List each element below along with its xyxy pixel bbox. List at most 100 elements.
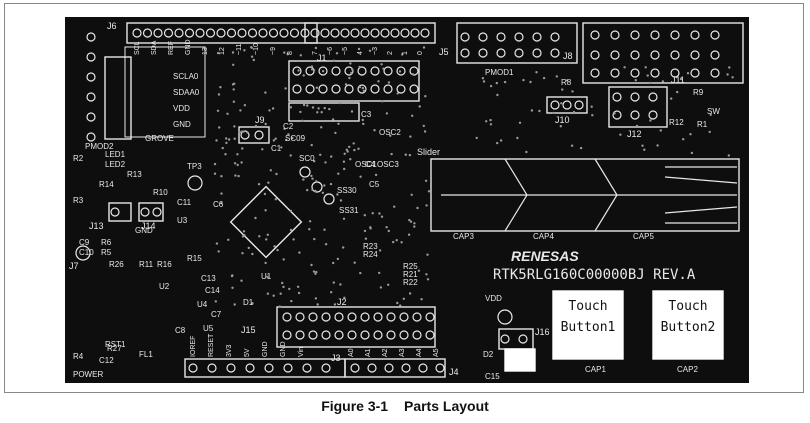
via-dot <box>530 109 534 112</box>
via-dot <box>237 174 240 178</box>
via-dot <box>565 79 569 82</box>
via-dot <box>233 137 236 140</box>
via-dot <box>342 246 345 249</box>
component-label: U4 <box>197 300 208 309</box>
via-dot <box>400 241 403 244</box>
via-dot <box>284 87 287 90</box>
j9-header <box>238 126 270 144</box>
via-dot <box>644 66 647 69</box>
j3-pin-label: IOREF <box>190 336 197 357</box>
j2-pin <box>360 330 370 340</box>
via-dot <box>238 131 241 134</box>
via-dot <box>311 106 315 109</box>
via-dot <box>289 154 292 157</box>
via-dot <box>311 188 314 192</box>
j5-pin <box>390 28 400 38</box>
via-dot <box>387 283 390 286</box>
j5-pin-label: 2 <box>387 51 394 55</box>
via-dot <box>661 80 665 83</box>
via-dot <box>233 303 236 306</box>
j6-pin-label: ~9 <box>270 47 277 55</box>
via-dot <box>266 233 269 236</box>
via-dot <box>382 67 385 70</box>
via-dot <box>591 114 594 117</box>
via-dot <box>263 192 267 196</box>
j1-pin <box>292 66 302 76</box>
via-dot <box>343 152 346 155</box>
via-dot <box>407 233 411 236</box>
component-label: U5 <box>203 324 214 333</box>
j8-header <box>582 22 744 84</box>
component-label: C6 <box>213 200 224 209</box>
via-dot <box>689 133 692 136</box>
via-dot <box>352 142 355 145</box>
j5-pin-label: 0 <box>417 51 424 55</box>
touch-button-2 <box>652 290 724 360</box>
j2-pin <box>373 312 383 322</box>
via-dot <box>286 53 289 56</box>
via-dot <box>387 229 390 233</box>
via-dot <box>264 91 267 94</box>
via-dot <box>353 261 356 264</box>
via-dot <box>670 97 673 100</box>
via-dot <box>221 146 224 150</box>
via-dot <box>310 143 313 147</box>
via-dot <box>416 206 419 210</box>
via-dot <box>552 111 555 115</box>
component-label: C15 <box>485 372 500 381</box>
component-label: R22 <box>403 278 418 287</box>
j6-pin-label: ~11 <box>236 44 243 55</box>
via-dot <box>308 228 311 231</box>
via-dot <box>296 285 300 288</box>
via-dot <box>321 70 325 73</box>
j8-pin <box>610 50 620 60</box>
via-dot <box>215 139 218 142</box>
via-dot <box>390 152 393 156</box>
via-dot <box>690 151 694 155</box>
j16-label: J16 <box>535 327 550 337</box>
via-dot <box>424 95 427 98</box>
via-dot <box>332 261 335 265</box>
via-dot <box>396 92 399 95</box>
j15-label: J15 <box>241 325 256 335</box>
via-dot <box>330 155 333 158</box>
via-dot <box>496 93 499 97</box>
component-label: R11 <box>139 260 154 269</box>
pmod1-header <box>456 22 578 64</box>
j3-pin <box>188 363 198 373</box>
via-dot <box>727 154 730 157</box>
via-dot <box>217 93 221 96</box>
via-dot <box>361 118 364 122</box>
via-dot <box>423 130 427 133</box>
via-dot <box>362 89 366 93</box>
j6-pin <box>163 28 174 38</box>
via-dot <box>555 75 558 78</box>
via-dot <box>363 229 367 233</box>
component-label: R26 <box>109 260 124 269</box>
j16-header <box>498 328 534 350</box>
via-dot <box>485 120 488 123</box>
pmod2-pin <box>86 112 96 122</box>
via-dot <box>353 148 356 152</box>
j6-pin <box>132 28 142 38</box>
j8-pin <box>630 68 640 78</box>
j3-label: J3 <box>331 353 341 363</box>
via-dot <box>337 122 340 126</box>
via-dot <box>649 81 652 85</box>
via-dot <box>330 291 333 294</box>
via-dot <box>268 109 271 112</box>
via-dot <box>634 79 637 82</box>
via-dot <box>401 53 404 56</box>
figure-frame: Slider RTK5RLG160C00000BJ REV.A RENESAS … <box>4 3 804 393</box>
via-dot <box>323 106 326 110</box>
touch-button-1 <box>552 290 624 360</box>
component-label: R2 <box>73 154 84 163</box>
j5-pin <box>360 28 370 38</box>
via-dot <box>258 235 261 238</box>
j12-pin <box>630 92 640 102</box>
component-label: SC0 <box>299 154 315 163</box>
via-dot <box>297 69 300 72</box>
j7-mount <box>75 245 91 261</box>
j3-pin <box>245 363 255 373</box>
j5-pin <box>350 28 360 38</box>
